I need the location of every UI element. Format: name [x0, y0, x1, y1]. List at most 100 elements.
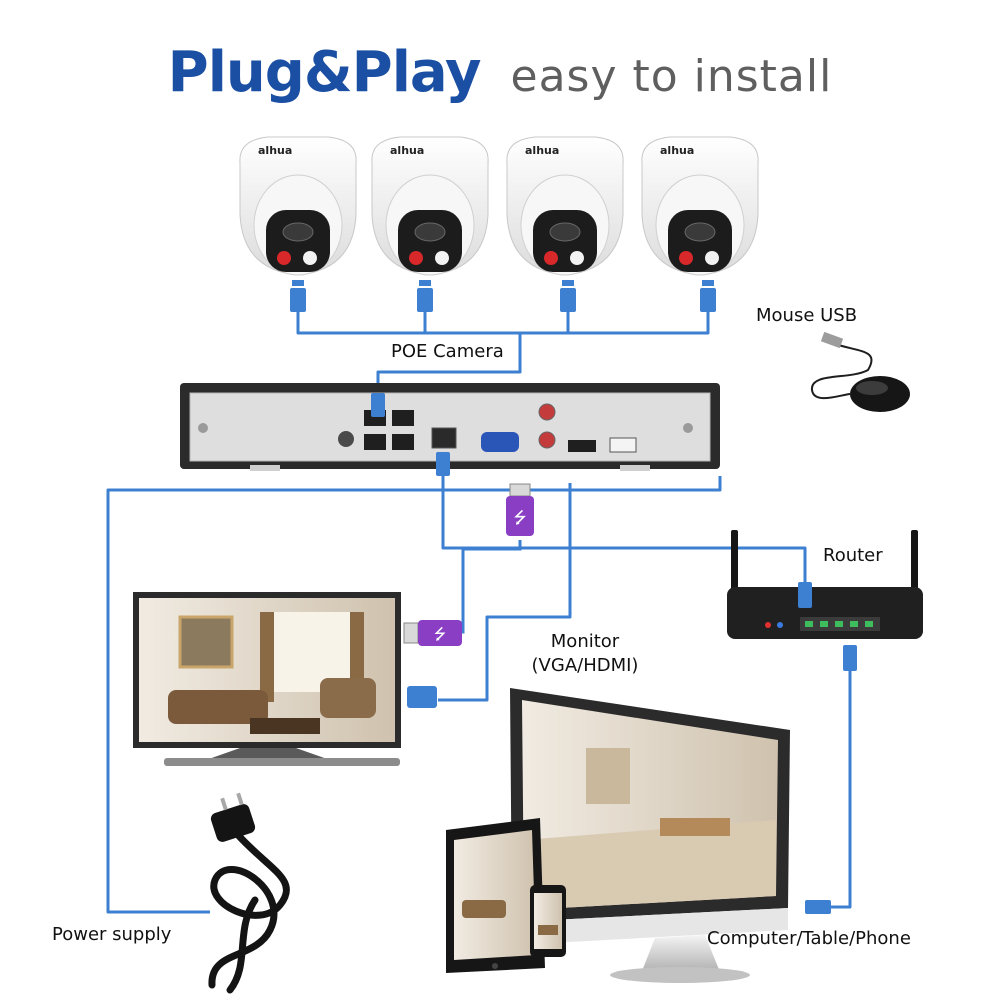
router-antenna-icon — [731, 530, 738, 592]
screw-icon — [198, 423, 208, 433]
tablet — [446, 818, 545, 973]
svg-text:⭍: ⭍ — [513, 508, 526, 527]
computer-stand-base — [610, 967, 750, 983]
mouse-highlight — [856, 381, 888, 395]
nvr-foot-icon — [620, 465, 650, 471]
phone — [530, 885, 566, 957]
camera-2: alhua — [371, 136, 489, 276]
screw-icon — [683, 423, 693, 433]
usb-cable — [461, 540, 522, 634]
computer-monitor — [510, 688, 790, 983]
computer-stand — [640, 935, 720, 976]
camera-3: alhua — [506, 136, 624, 276]
computer-screen-shelf — [586, 748, 630, 804]
tv-monitor — [133, 592, 401, 766]
label-monitor: Monitor (VGA/HDMI) — [510, 630, 660, 678]
lan-port-icon — [431, 427, 457, 449]
page-title: Plug&Play easy to install — [0, 40, 1000, 105]
camera-logo: alhua — [525, 144, 559, 157]
tv-screen-table — [250, 718, 320, 734]
camera-logo: alhua — [660, 144, 694, 157]
tv-stand — [206, 748, 330, 760]
power-cable — [106, 476, 722, 914]
hdmi-plug-icon — [407, 686, 437, 708]
tv-screen-armchair — [320, 678, 376, 718]
usb-plug-icon: ⭍ — [403, 620, 462, 646]
camera-red-blue-light — [409, 251, 423, 265]
hdmi-cable — [438, 483, 572, 702]
camera-lens — [414, 222, 446, 242]
tablet-home-button — [492, 963, 498, 969]
router-to-computer-cable — [830, 670, 852, 909]
camera-white-light — [570, 251, 584, 265]
title-subtitle: easy to install — [510, 51, 833, 102]
camera-1: alhua — [239, 136, 357, 276]
camera-lens — [549, 222, 581, 242]
computer-bezel — [512, 908, 788, 945]
plug-pin-icon — [220, 797, 228, 811]
svg-text:⭍: ⭍ — [434, 625, 447, 643]
camera-red-blue-light — [277, 251, 291, 265]
lan-cable — [441, 476, 807, 582]
router-blue-led — [777, 622, 783, 628]
label-router: Router — [823, 545, 883, 566]
plug-pin-icon — [236, 792, 244, 806]
nvr-foot-icon — [250, 465, 280, 471]
rj45-plug-icon — [560, 280, 576, 312]
computer-screen-floor — [524, 820, 776, 910]
power-port-icon — [338, 431, 354, 447]
rj45-plug-icon — [371, 393, 385, 417]
usb-cables — [461, 540, 522, 634]
label-poe-camera: POE Camera — [391, 341, 504, 362]
camera-logo: alhua — [258, 144, 292, 157]
computer-screen-table — [660, 818, 730, 836]
tv-stand-base — [164, 758, 400, 766]
usb-mouse — [811, 331, 910, 412]
audio-port-icon — [538, 431, 556, 449]
poe-cable-bus — [296, 312, 710, 335]
rj45-plug-icon — [290, 280, 306, 312]
phone-screen-chair — [538, 925, 558, 935]
tv-screen-sofa — [168, 690, 268, 724]
camera-white-light — [705, 251, 719, 265]
camera-4: alhua — [641, 136, 759, 276]
vga-port-icon — [481, 432, 519, 452]
camera-rj45-plugs — [290, 280, 716, 312]
router-red-led — [765, 622, 771, 628]
router — [727, 530, 923, 639]
tv-screen-picture — [178, 615, 234, 669]
label-monitor-line1: Monitor — [550, 631, 620, 652]
power-cord-cable — [208, 831, 290, 989]
hdmi-port-icon — [568, 440, 596, 452]
camera-lens — [282, 222, 314, 242]
label-power-supply: Power supply — [52, 924, 172, 945]
nvr-recorder — [180, 383, 720, 471]
label-monitor-line2: (VGA/HDMI) — [531, 655, 639, 676]
camera-logo: alhua — [390, 144, 424, 157]
audio-port-icon — [538, 403, 556, 421]
power-cord — [208, 792, 290, 994]
usb-port-icon — [609, 437, 637, 453]
tablet-screen-sofa — [462, 900, 506, 918]
tv-screen-curtain — [260, 612, 274, 702]
power-cord-cable — [226, 896, 259, 994]
rj45-plug-icon — [417, 280, 433, 312]
power-plug-icon — [210, 804, 256, 842]
title-brand: Plug&Play — [167, 40, 482, 105]
router-antenna-icon — [911, 530, 918, 592]
cables — [106, 312, 852, 914]
camera-white-light — [435, 251, 449, 265]
usb-plug-icon: ⭍ — [506, 483, 534, 536]
rj45-plug-icon — [436, 452, 450, 476]
camera-red-blue-light — [679, 251, 693, 265]
camera-lens — [684, 222, 716, 242]
label-devices: Computer/Table/Phone — [707, 928, 911, 949]
rj45-plug-icon — [700, 280, 716, 312]
router-body — [727, 587, 923, 639]
tablet-screen — [454, 830, 536, 960]
mouse-cable — [811, 343, 873, 400]
rj45-plug-icon — [798, 582, 857, 914]
phone-screen — [534, 893, 562, 949]
